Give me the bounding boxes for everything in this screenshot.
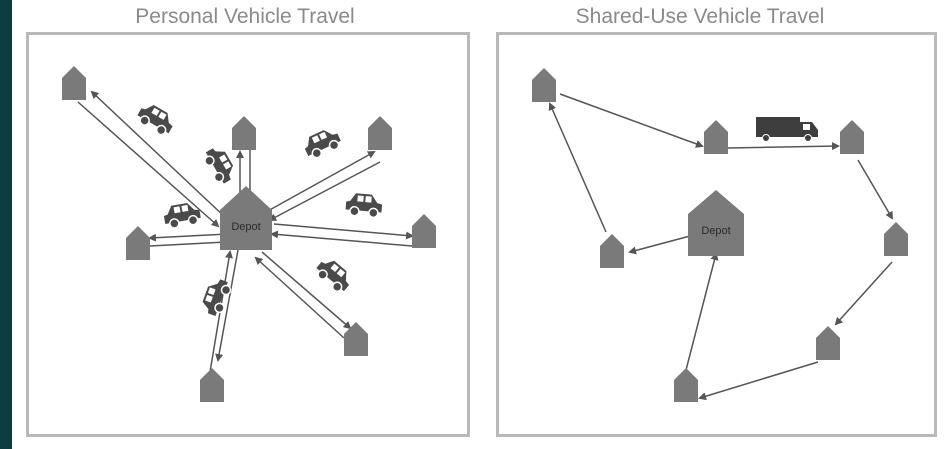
car-icon xyxy=(312,254,356,297)
house-icon xyxy=(884,222,908,256)
house-icon xyxy=(674,368,698,402)
car-icon xyxy=(344,191,384,219)
car-icon xyxy=(161,200,203,231)
right-panel-title: Shared-Use Vehicle Travel xyxy=(575,5,825,28)
house-icon xyxy=(704,120,728,154)
house-icon xyxy=(816,326,840,360)
house-icon xyxy=(232,116,256,150)
depot-icon: Depot xyxy=(220,186,272,250)
house-icon xyxy=(344,322,368,356)
house-icon xyxy=(412,214,436,248)
house-icon xyxy=(600,234,624,268)
house-icon xyxy=(532,68,556,102)
truck-icon xyxy=(756,117,818,142)
depot-icon: Depot xyxy=(688,190,744,256)
shared-travel-edges xyxy=(548,93,894,401)
house-icon xyxy=(62,66,86,100)
car-icon xyxy=(200,143,240,188)
car-icon xyxy=(133,99,178,139)
depot-label: Depot xyxy=(701,225,730,237)
house-icon xyxy=(840,120,864,154)
house-icon xyxy=(126,226,150,260)
left-panel-title: Personal Vehicle Travel xyxy=(135,5,355,28)
house-icon xyxy=(368,116,392,150)
depot-label: Depot xyxy=(231,221,260,233)
car-icon xyxy=(300,124,344,162)
car-icon xyxy=(198,275,234,319)
house-icon xyxy=(200,368,224,402)
